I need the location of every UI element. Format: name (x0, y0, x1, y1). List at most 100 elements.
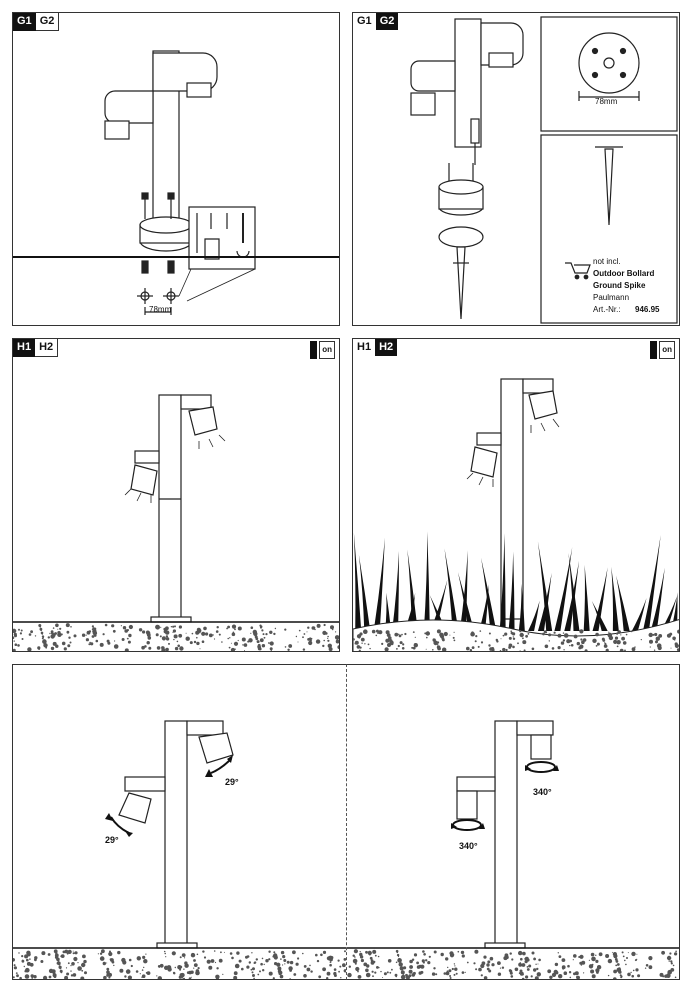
gravel-speck (521, 963, 526, 967)
gravel-speck (234, 628, 236, 631)
gravel-speck (569, 644, 571, 647)
gravel-speck (315, 639, 321, 644)
gravel-speck (158, 966, 160, 968)
gravel-speck (188, 977, 192, 979)
gravel-speck (644, 967, 647, 969)
gravel-speck (101, 949, 105, 954)
gravel-speck (261, 644, 266, 648)
gravel-speck (386, 971, 389, 974)
gravel-speck (416, 961, 419, 965)
gravel-speck (337, 641, 339, 643)
gravel-speck (383, 972, 387, 976)
gravel-speck (176, 640, 179, 643)
gravel-speck (126, 629, 129, 632)
gravel-speck (523, 974, 524, 976)
gravel-speck (402, 643, 405, 646)
gravel-speck (159, 963, 164, 968)
gravel-speck (523, 649, 526, 651)
gravel-speck (99, 952, 103, 955)
gravel-speck (367, 950, 372, 956)
gravel-speck (605, 954, 610, 958)
gravel-speck (357, 975, 362, 979)
gravel-speck (262, 969, 265, 972)
gravel-speck (48, 975, 52, 979)
base-dimension-label: 78mm (595, 97, 618, 106)
gravel-speck (329, 961, 332, 963)
gravel-speck (141, 974, 146, 978)
gravel-speck (381, 642, 384, 645)
gravel-speck (161, 636, 166, 641)
gravel-speck (632, 969, 635, 972)
gravel-speck (282, 955, 286, 959)
gravel-speck (591, 974, 596, 979)
gravel-speck (672, 636, 676, 641)
gravel-speck (245, 955, 248, 959)
gravel-speck (104, 623, 108, 627)
gravel-speck (500, 638, 502, 640)
gravel-speck (259, 638, 264, 643)
gravel-speck (241, 637, 246, 642)
gravel-speck (40, 631, 44, 635)
gravel-speck (186, 971, 190, 974)
gravel-speck (366, 964, 370, 968)
gravel-speck (201, 640, 205, 643)
gravel-speck (518, 972, 521, 975)
gravel-speck (635, 968, 639, 972)
gravel-speck (18, 628, 20, 631)
gravel-speck (659, 972, 664, 977)
gravel-speck (17, 645, 19, 647)
gravel-speck (174, 966, 176, 969)
gravel-speck (440, 952, 444, 957)
gravel-speck (395, 961, 398, 964)
gravel-speck (177, 644, 180, 648)
gravel-speck (432, 649, 434, 651)
gravel-speck (522, 951, 526, 956)
gravel-speck (333, 968, 337, 971)
gravel-speck (65, 623, 70, 628)
gravel-speck (359, 632, 363, 636)
gravel-speck (243, 643, 248, 647)
gravel-speck (146, 971, 151, 975)
gravel-speck (322, 644, 325, 648)
gravel-speck (435, 973, 438, 976)
gravel-speck (670, 647, 672, 649)
gravel-speck (466, 646, 470, 651)
gravel-speck (454, 965, 456, 967)
gravel-speck (371, 629, 376, 634)
gravel-speck (297, 957, 300, 960)
gravel-speck (443, 631, 448, 637)
gravel-speck (375, 629, 379, 633)
gravel-speck (184, 963, 189, 968)
gravel-speck (654, 632, 658, 637)
gravel-speck (141, 969, 144, 971)
gravel-speck (327, 635, 329, 638)
gravel-speck (365, 968, 369, 973)
gravel-speck (595, 954, 597, 956)
gravel-speck (191, 632, 194, 635)
gravel-speck (519, 650, 521, 651)
gravel-speck (159, 635, 162, 638)
gravel-speck (172, 629, 176, 633)
gravel-speck (165, 635, 169, 638)
gravel-speck (509, 971, 513, 975)
gravel-speck (581, 960, 586, 965)
gravel-speck (386, 633, 391, 637)
grass-blade (631, 597, 647, 631)
rotate-adjust-drawing (347, 720, 679, 979)
gravel-speck (365, 950, 368, 954)
gravel-speck (343, 958, 347, 961)
gravel-speck (557, 646, 561, 650)
gravel-speck (214, 961, 217, 964)
gravel-speck (261, 957, 264, 960)
gravel-speck (478, 967, 482, 972)
gravel-speck (396, 951, 399, 954)
gravel-speck (509, 952, 512, 955)
step-tag-h2: H2 (35, 339, 59, 357)
gravel-speck (452, 636, 455, 639)
gravel-speck (81, 969, 84, 972)
gravel-speck (218, 633, 221, 636)
gravel-speck (183, 968, 185, 970)
gravel-speck (421, 959, 425, 963)
gravel-speck (542, 632, 545, 636)
rotate-angle-upper: 340° (533, 787, 552, 797)
